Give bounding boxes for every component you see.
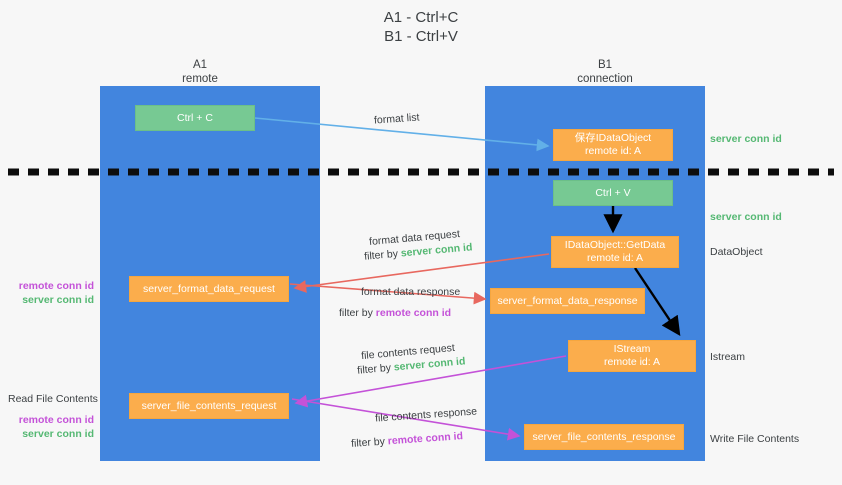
filter-prefix-1: filter by	[363, 247, 402, 263]
node-ctrl-c-label: Ctrl + C	[177, 111, 213, 124]
column-a1-role: remote	[182, 73, 218, 85]
node-server-file-contents-response-label: server_file_contents_response	[532, 430, 676, 443]
node-istream-subtitle: remote id: A	[603, 356, 661, 368]
node-ctrl-c[interactable]: Ctrl + C	[135, 105, 255, 131]
annotation-read-file-contents: Read File Contents	[8, 393, 98, 405]
label-file-contents-response: file contents response	[374, 405, 478, 425]
node-server-file-contents-response[interactable]: server_file_contents_response	[524, 424, 684, 450]
label-format-data-response: format data response	[361, 286, 461, 298]
column-b1-role: connection	[577, 73, 633, 85]
node-istream-title: IStream	[613, 343, 651, 355]
node-istream[interactable]: IStream remote id: A	[568, 340, 696, 372]
node-server-file-contents-request[interactable]: server_file_contents_request	[129, 393, 289, 419]
node-getdata-title: IDataObject::GetData	[564, 239, 666, 251]
label-format-data-response-filter: filter by remote conn id	[339, 306, 451, 320]
node-ctrl-v-label: Ctrl + V	[595, 186, 631, 199]
page-title: A1 - Ctrl+C B1 - Ctrl+V	[0, 8, 842, 46]
node-server-file-contents-request-label: server_file_contents_request	[141, 399, 277, 412]
annotation-server-conn-id-top: server conn id	[710, 133, 782, 145]
annotation-left-conn-ids-2: remote conn id server conn id	[8, 413, 94, 441]
node-server-format-data-request-label: server_format_data_request	[143, 282, 275, 295]
title-line-1: A1 - Ctrl+C	[383, 9, 459, 26]
node-server-format-data-response[interactable]: server_format_data_response	[490, 288, 645, 314]
node-server-format-data-request[interactable]: server_format_data_request	[129, 276, 289, 302]
title-line-2: B1 - Ctrl+V	[384, 28, 458, 45]
annotation-server-conn-id-left-1: server conn id	[22, 294, 94, 306]
label-file-contents-response-filter: filter by remote conn id	[351, 429, 464, 451]
node-save-idataobject-title: 保存IDataObject	[574, 132, 652, 144]
column-a1-name: A1	[192, 59, 208, 71]
node-server-format-data-response-label: server_format_data_response	[497, 294, 638, 307]
node-idataobject-getdata[interactable]: IDataObject::GetData remote id: A	[551, 236, 679, 268]
annotation-istream: Istream	[710, 351, 746, 363]
filter-prefix-4: filter by	[350, 435, 389, 450]
label-format-list: format list	[373, 111, 420, 127]
annotation-left-conn-ids-1: remote conn id server conn id	[8, 279, 94, 307]
node-ctrl-v[interactable]: Ctrl + V	[553, 180, 673, 206]
filter-prefix-2: filter by	[339, 307, 376, 319]
annotation-server-conn-id-left-2: server conn id	[22, 428, 94, 440]
column-header-b1: B1 connection	[535, 58, 675, 86]
annotation-server-conn-id-mid: server conn id	[710, 211, 782, 223]
node-getdata-subtitle: remote id: A	[586, 252, 644, 264]
filter-prefix-3: filter by	[356, 361, 395, 377]
annotation-write-file-contents: Write File Contents	[710, 433, 800, 445]
column-b1-name: B1	[597, 59, 613, 71]
column-header-a1: A1 remote	[140, 58, 260, 86]
annotation-remote-conn-id-1: remote conn id	[18, 280, 94, 292]
filter-value-remote-conn-id-1: remote conn id	[375, 307, 452, 319]
annotation-dataobject: DataObject	[710, 246, 763, 258]
node-save-idataobject[interactable]: 保存IDataObject remote id: A	[553, 129, 673, 161]
node-save-idataobject-subtitle: remote id: A	[584, 145, 642, 157]
annotation-remote-conn-id-2: remote conn id	[18, 414, 94, 426]
filter-value-remote-conn-id-2: remote conn id	[387, 430, 464, 448]
